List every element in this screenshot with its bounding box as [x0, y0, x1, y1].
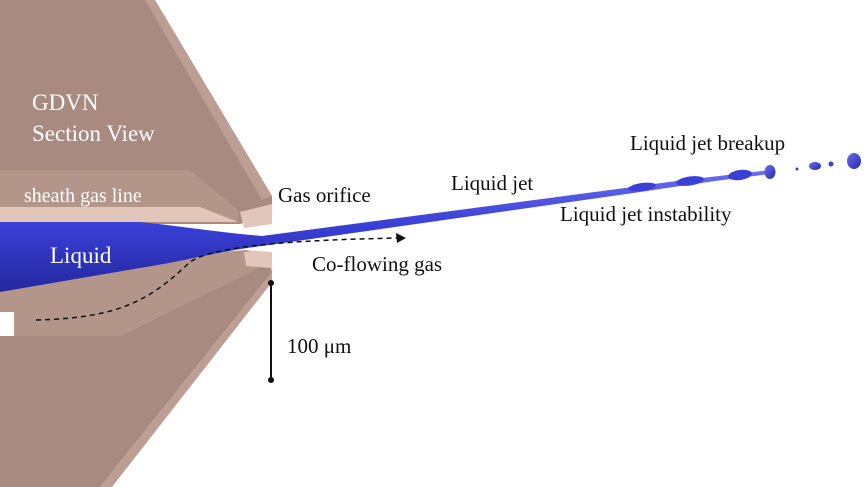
jet-instability-bulge-1 — [628, 182, 656, 192]
droplet-2 — [795, 167, 799, 171]
nozzle-upper-bevel — [145, 0, 272, 200]
nozzle-upper-body — [0, 0, 272, 228]
jet-instability-bulge-3 — [728, 169, 752, 181]
nozzle-title-line1: GDVN — [32, 90, 99, 115]
nozzle-upper-tip — [240, 204, 272, 228]
droplet-3 — [809, 162, 821, 170]
scale-bar — [268, 280, 274, 383]
droplet-4 — [828, 161, 834, 167]
nozzle-title-line2: Section View — [32, 121, 155, 146]
nozzle-lower-main — [0, 262, 272, 487]
co-flowing-gas-arrowhead — [396, 233, 406, 243]
co-flowing-gas-path — [35, 237, 399, 321]
nozzle-lower-body — [0, 250, 272, 487]
sheath-upper-wall-light — [0, 207, 238, 222]
co-flowing-gas-label: Co-flowing gas — [312, 252, 443, 276]
nozzle-lower-tip — [244, 252, 272, 268]
jet-instability-bulge-2 — [676, 176, 704, 186]
scale-bar-label: 100 μm — [287, 334, 352, 358]
liquid-label: Liquid — [50, 243, 112, 268]
liquid-jet-instability-label: Liquid jet instability — [560, 202, 732, 226]
gas-orifice-label: Gas orifice — [278, 183, 371, 207]
liquid-jet-breakup-label: Liquid jet breakup — [630, 131, 786, 155]
nozzle-lower-bevel — [100, 272, 272, 487]
sheath-gas-line-label: sheath gas line — [24, 185, 142, 207]
droplet-5 — [847, 153, 861, 169]
nozzle-upper-face — [0, 0, 272, 224]
scale-bar-top-dot — [268, 280, 274, 286]
liquid-stream — [0, 170, 770, 292]
scale-bar-bottom-dot — [268, 377, 274, 383]
droplet-1 — [764, 165, 776, 179]
liquid-jet-label: Liquid jet — [451, 171, 534, 195]
